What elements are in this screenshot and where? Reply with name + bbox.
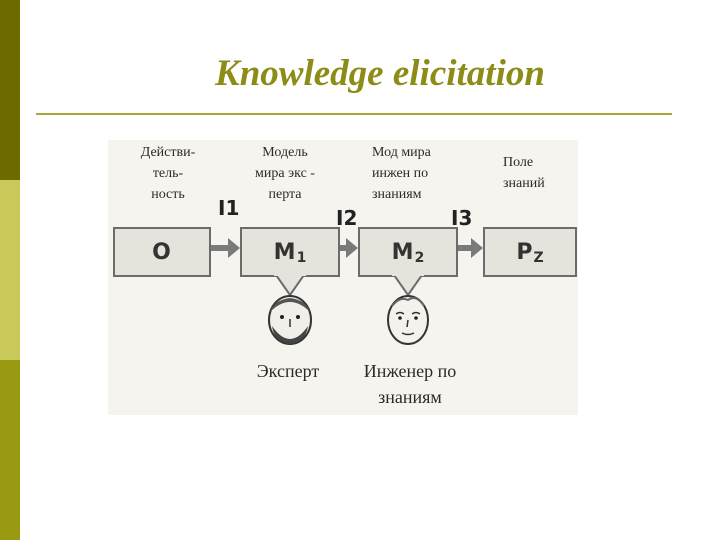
title-divider bbox=[36, 113, 672, 115]
label-expert-model: Модель мира экс - перта bbox=[255, 145, 315, 202]
label-reality: Действи- тель- ность bbox=[140, 145, 196, 202]
diagram-background bbox=[108, 140, 578, 415]
label-knowledge-field: Поле знаний bbox=[503, 155, 545, 191]
side-bar-mid bbox=[0, 360, 20, 540]
expert-pointer bbox=[274, 275, 306, 297]
arrow-m2-to-pz bbox=[458, 238, 483, 258]
engineer-face-icon bbox=[387, 295, 429, 345]
side-bar-dark bbox=[0, 0, 20, 180]
arrow-m1-to-m2 bbox=[340, 238, 358, 258]
engineer-pointer bbox=[392, 275, 424, 297]
transition-label-i3: I3 bbox=[451, 206, 473, 230]
label-knowledge-engineer: Инженер по знаниям bbox=[363, 361, 457, 407]
box-reality: O bbox=[113, 227, 211, 277]
side-bar-light bbox=[0, 180, 20, 360]
slide-title: Knowledge elicitation bbox=[215, 53, 545, 94]
label-expert: Эксперт bbox=[256, 361, 320, 381]
expert-face-icon bbox=[268, 295, 312, 345]
transition-label-i1: I1 bbox=[218, 196, 240, 220]
arrow-o-to-m1 bbox=[211, 238, 240, 258]
transition-label-i2: I2 bbox=[336, 206, 358, 230]
label-engineer-model: Мод мира инжен по знаниям bbox=[372, 145, 431, 202]
